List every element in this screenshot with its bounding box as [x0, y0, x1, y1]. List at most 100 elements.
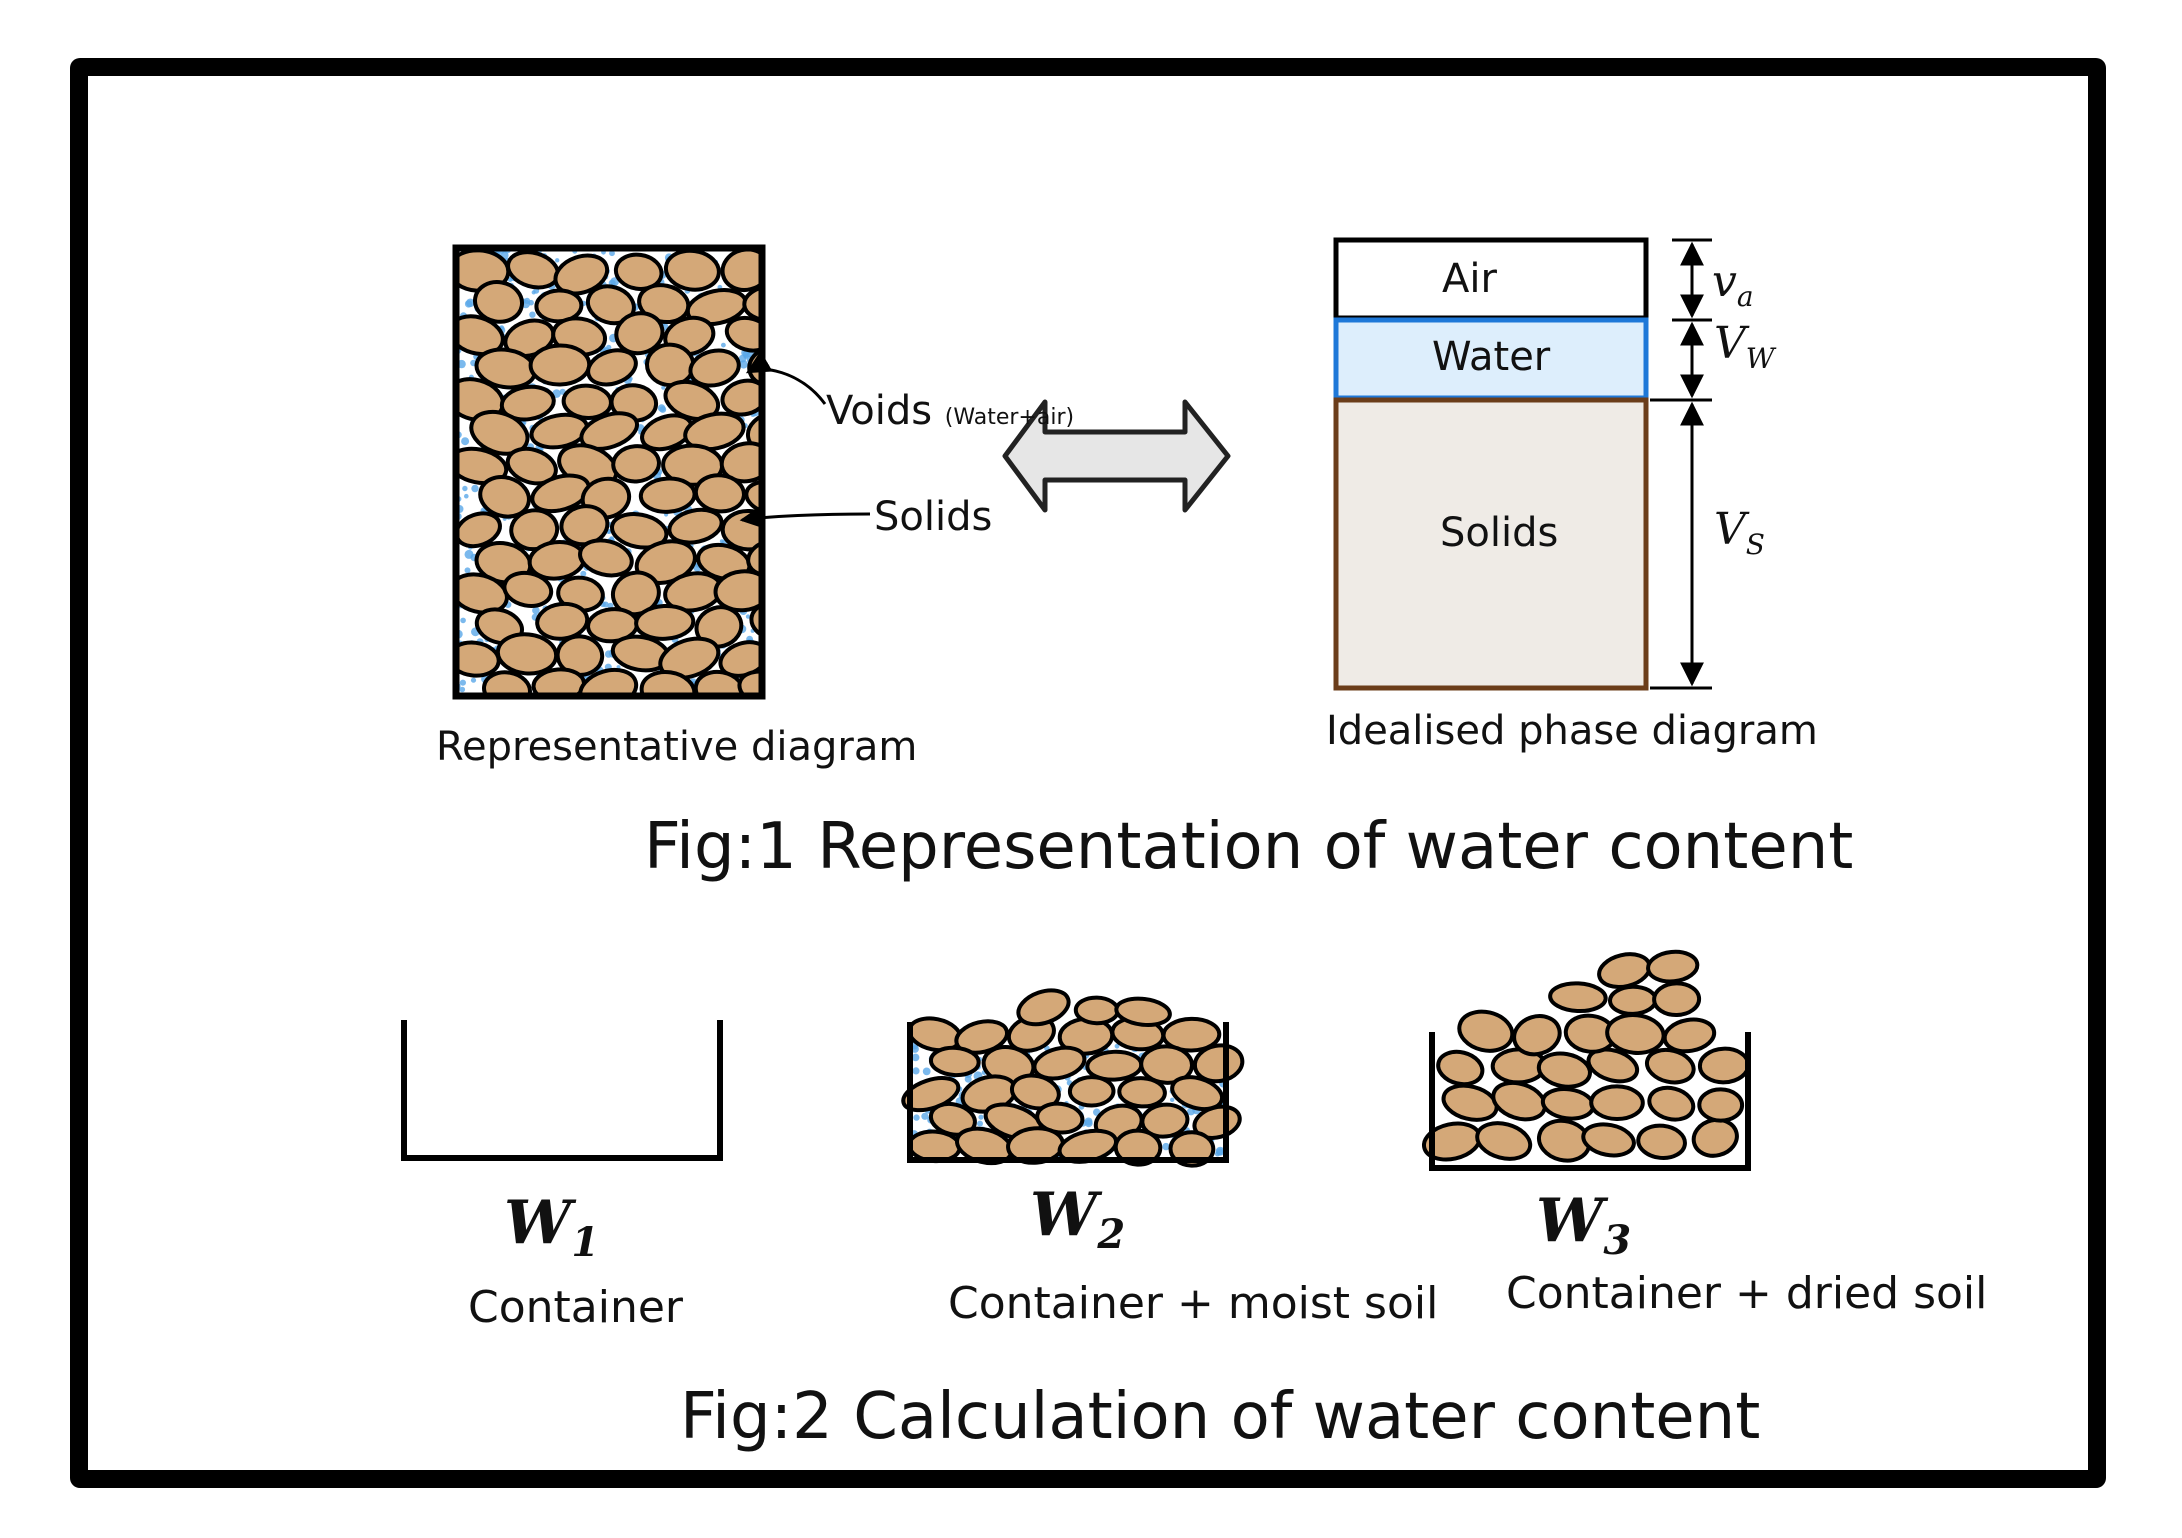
- soil-particle: [1512, 1014, 1562, 1057]
- water-dot: [1114, 1043, 1120, 1049]
- water-dot: [461, 437, 470, 446]
- vw-symbol: VW: [1714, 318, 1775, 375]
- soil-particle: [613, 252, 664, 291]
- soil-particle: [1589, 1084, 1645, 1122]
- water-dot: [921, 1112, 929, 1120]
- water-dot: [524, 297, 531, 304]
- soil-particle: [1113, 1128, 1163, 1167]
- soil-particle: [693, 473, 746, 514]
- dried-soil-container: [1422, 949, 1751, 1171]
- soil-particle: [737, 669, 762, 696]
- soil-particle: [713, 569, 762, 613]
- soil-particle: [499, 384, 556, 422]
- soil-particle: [1457, 1009, 1515, 1053]
- soil-particle: [586, 348, 638, 387]
- soil-particle: [667, 507, 724, 545]
- solids-phase-label: Solids: [1440, 510, 1559, 556]
- fig2-title: Fig:2 Calculation of water content: [680, 1380, 1761, 1454]
- fig1-title: Fig:1 Representation of water content: [644, 810, 1854, 884]
- water-dot: [977, 1120, 983, 1127]
- water-dot: [1084, 1119, 1093, 1128]
- w3-symbol: W3: [1536, 1186, 1632, 1264]
- water-dot: [464, 493, 469, 499]
- water-dot: [964, 1075, 972, 1083]
- water-dot: [978, 1114, 984, 1120]
- water-dot: [459, 679, 466, 686]
- soil-particle: [609, 512, 669, 550]
- empty-container: [401, 1020, 723, 1161]
- water-dot: [580, 570, 587, 577]
- moist-soil-container: [901, 988, 1245, 1168]
- soil-particle: [1032, 1045, 1087, 1081]
- soil-particle: [456, 572, 509, 615]
- soil-particle: [535, 601, 590, 641]
- w1-caption: Container: [468, 1282, 684, 1333]
- w3-caption: Container + dried soil: [1506, 1268, 1988, 1319]
- soil-particles: [456, 248, 762, 696]
- water-dot: [606, 344, 612, 351]
- soil-particle: [1586, 1047, 1640, 1084]
- soil-particle: [502, 570, 554, 608]
- soil-particle: [634, 603, 696, 641]
- water-dot: [912, 1067, 920, 1075]
- soil-particle: [456, 640, 501, 678]
- moist-container-walls: [907, 1022, 1229, 1163]
- representative-caption: Representative diagram: [436, 724, 918, 770]
- soil-particle: [1597, 952, 1652, 989]
- soil-particle: [579, 411, 639, 451]
- w2-caption: Container + moist soil: [948, 1278, 1439, 1329]
- water-dot: [912, 1053, 920, 1062]
- soil-particle: [1436, 1049, 1485, 1087]
- soil-particle: [1548, 981, 1608, 1014]
- soil-particle: [1016, 988, 1071, 1027]
- figure-frame: [70, 58, 2106, 1488]
- soil-particle: [1697, 1046, 1751, 1085]
- soil-particle: [1608, 984, 1658, 1016]
- water-dot: [464, 300, 473, 308]
- w1-symbol: W1: [504, 1188, 600, 1266]
- solids-phase-box: [1333, 397, 1649, 691]
- water-dot: [1162, 1142, 1170, 1151]
- soil-particle: [1647, 1085, 1696, 1122]
- solids-leader-line: [739, 505, 871, 529]
- soil-particle: [585, 284, 636, 326]
- water-dot: [532, 606, 540, 615]
- soil-particle: [1114, 996, 1172, 1027]
- soil-particle: [928, 1045, 981, 1078]
- soil-particle: [1646, 949, 1700, 984]
- water-label: Water: [1432, 334, 1551, 380]
- phase-caption: Idealised phase diagram: [1326, 708, 1818, 754]
- dried-container-walls: [1429, 1032, 1751, 1171]
- water-dot: [661, 385, 666, 390]
- soil-particle: [658, 636, 721, 680]
- voids-sub-label: (Water+air): [944, 405, 1075, 430]
- water-dot: [912, 1045, 919, 1053]
- dried-soil-particles: [1422, 949, 1751, 1163]
- water-dot: [739, 360, 748, 369]
- phase-diagram: [1333, 237, 1712, 691]
- representative-diagram: [452, 244, 766, 700]
- soil-particle: [638, 476, 697, 514]
- soil-particle: [745, 409, 762, 456]
- soil-particle: [456, 314, 505, 357]
- water-dot: [922, 1067, 931, 1076]
- w2-symbol: W2: [1030, 1180, 1126, 1258]
- air-label: Air: [1442, 256, 1497, 302]
- water-dot: [462, 485, 468, 492]
- moist-soil-particles: [901, 988, 1245, 1168]
- va-symbol: va: [1712, 256, 1754, 313]
- water-dot: [721, 342, 726, 348]
- soil-particle: [1652, 981, 1702, 1018]
- soil-particle: [720, 378, 762, 417]
- water-dot: [459, 686, 466, 693]
- soil-particle: [1170, 1075, 1225, 1112]
- soil-particle: [611, 444, 661, 484]
- soil-particle: [553, 253, 610, 296]
- soil-particle: [469, 409, 530, 456]
- soil-particle: [694, 605, 744, 649]
- soil-particle: [1073, 995, 1120, 1026]
- soil-particle: [1441, 1083, 1499, 1122]
- soil-particle: [1140, 1102, 1190, 1139]
- water-dot: [529, 311, 536, 318]
